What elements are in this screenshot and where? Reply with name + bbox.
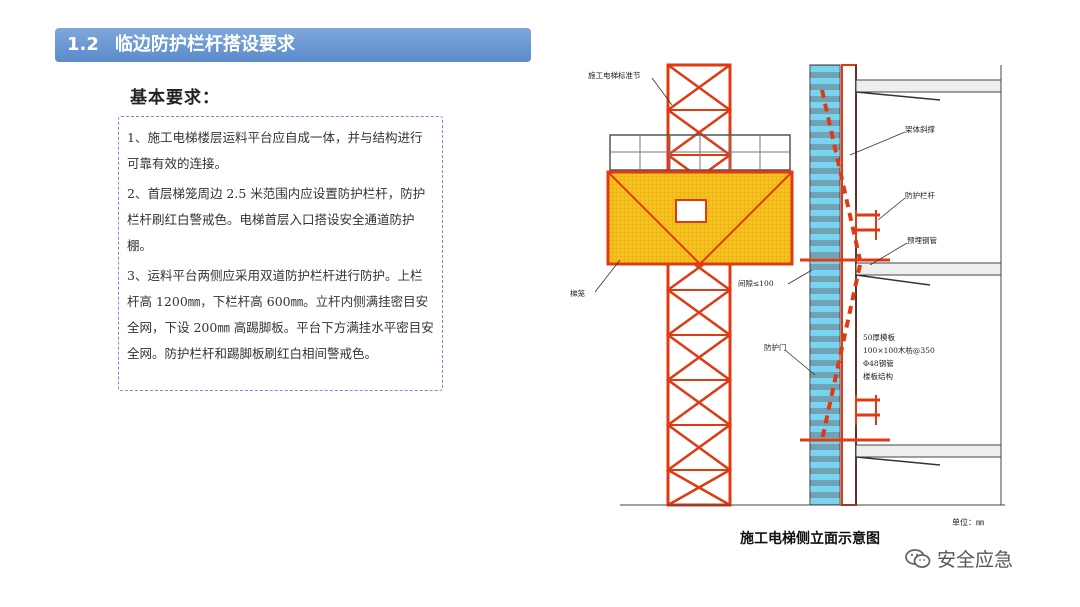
label-spec-timber: 100×100木枋@350 (863, 345, 935, 355)
wechat-icon (905, 548, 931, 568)
label-embedded-pipe: 预埋钢管 (907, 235, 937, 245)
elevator-mast (665, 63, 733, 507)
label-spec-pipe: Φ48钢管 (863, 358, 894, 368)
unit-label: 单位：㎜ (952, 518, 984, 527)
label-spec-slab: 楼板结构 (863, 371, 893, 381)
label-guardrail: 防护栏杆 (905, 190, 935, 200)
diagram-labels: 施工电梯标准节 架体斜撑 防护栏杆 预埋钢管 间隙≤100 梯笼 防护门 50厚… (570, 70, 937, 381)
guardrails (800, 89, 941, 466)
elevator-side-elevation-diagram: 施工电梯标准节 架体斜撑 防护栏杆 预埋钢管 间隙≤100 梯笼 防护门 50厚… (570, 63, 1005, 507)
watermark-text: 安全应急 (937, 549, 1014, 571)
requirement-item: 3、运料平台两侧应采用双道防护栏杆进行防护。上栏杆高 1200㎜，下栏杆高 60… (127, 268, 434, 361)
page-title: 临边防护栏杆搭设要求 (114, 34, 295, 55)
elevator-cage (606, 134, 794, 266)
section-number: 1.2 (67, 34, 99, 55)
watermark: 安全应急 (905, 545, 1013, 572)
requirement-item: 1、施工电梯楼层运料平台应自成一体，并与结构进行可靠有效的连接。 (127, 130, 423, 171)
title-bar: 1.2 临边防护栏杆搭设要求 (55, 28, 531, 62)
label-gap: 间隙≤100 (738, 279, 774, 288)
requirements-box: 1、施工电梯楼层运料平台应自成一体，并与结构进行可靠有效的连接。 2、首层梯笼周… (118, 116, 443, 391)
requirements-subtitle: 基本要求： (130, 88, 220, 108)
label-spec-board: 50厚模板 (863, 332, 896, 342)
label-cage: 梯笼 (570, 288, 585, 298)
diagram-caption: 施工电梯侧立面示意图 (740, 531, 880, 547)
label-mast: 施工电梯标准节 (588, 70, 641, 80)
label-brace: 架体斜撑 (905, 124, 935, 134)
building-structure (620, 64, 1005, 506)
label-door: 防护门 (764, 342, 787, 352)
requirement-item: 2、首层梯笼周边 2.5 米范围内应设置防护栏杆，防护栏杆刷红白警戒色。电梯首层… (127, 186, 426, 253)
